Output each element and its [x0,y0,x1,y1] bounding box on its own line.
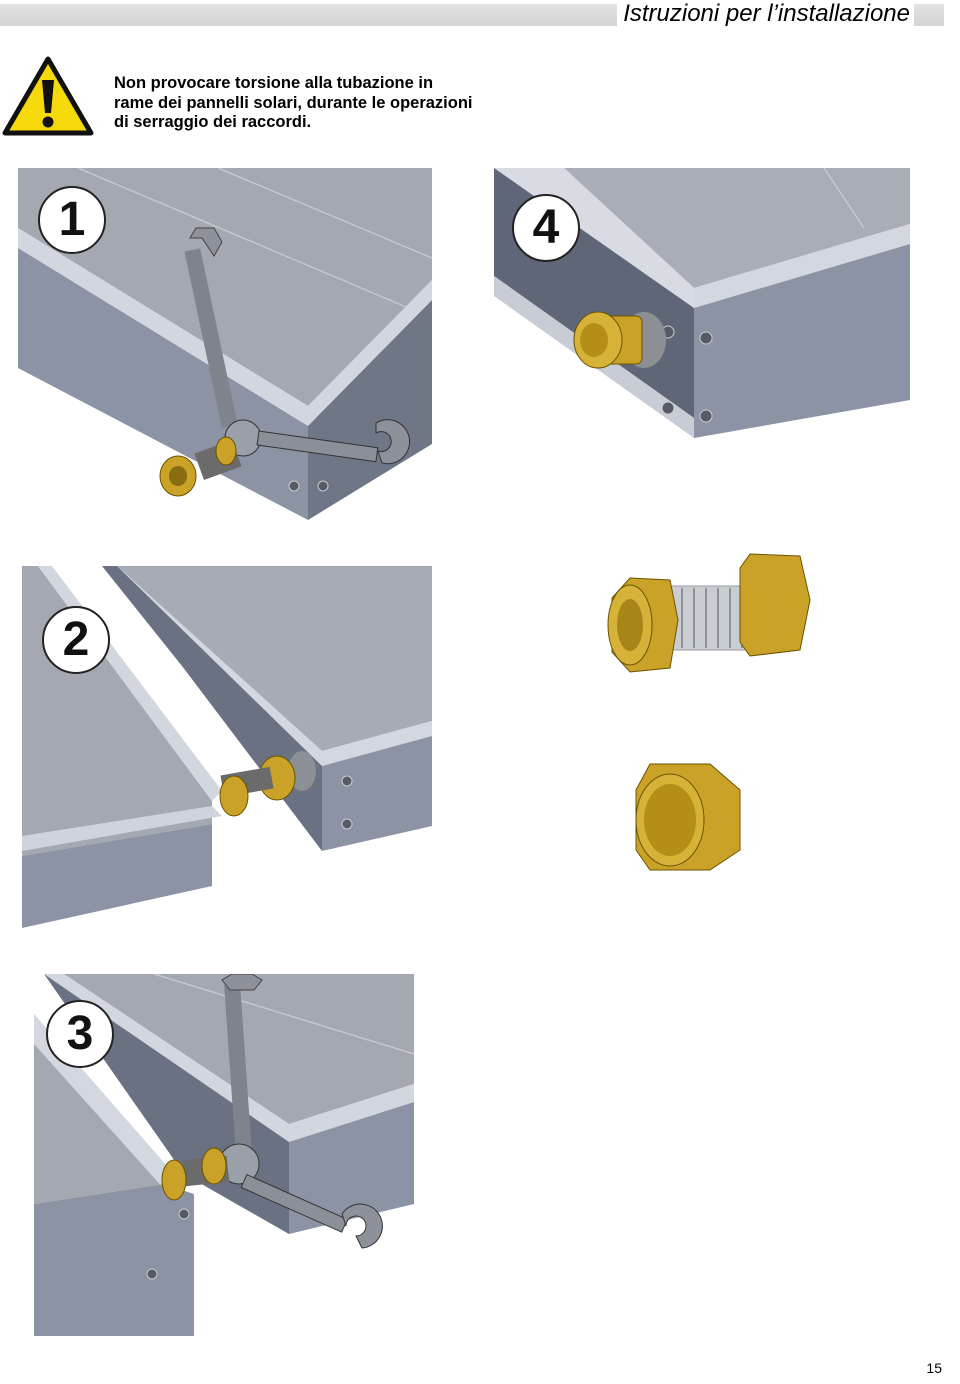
figure-step-4: 4 [494,168,910,464]
step-badge: 4 [512,194,580,262]
panel-illustration [18,168,432,520]
page-title: Istruzioni per l’installazione [617,0,914,28]
pipe-fitting-parts [607,553,811,871]
step-badge: 1 [38,186,106,254]
warning-line: rame dei pannelli solari, durante le ope… [114,93,473,112]
page-number: 15 [926,1360,942,1376]
step-badge: 2 [42,606,110,674]
warning-message: Non provocare torsione alla tubazione in… [114,74,474,133]
panel-illustration [22,566,432,928]
warning-triangle-icon [2,56,94,136]
figure-step-2: 2 [22,566,432,928]
figure-step-1: 1 [18,168,432,520]
figure-step-3: 3 [34,974,414,1336]
warning-line: di serraggio dei raccordi. [114,113,312,131]
warning-line: Non provocare torsione alla tubazione in [114,74,434,92]
fittings-illustration [600,550,820,880]
step-badge: 3 [46,1000,114,1068]
